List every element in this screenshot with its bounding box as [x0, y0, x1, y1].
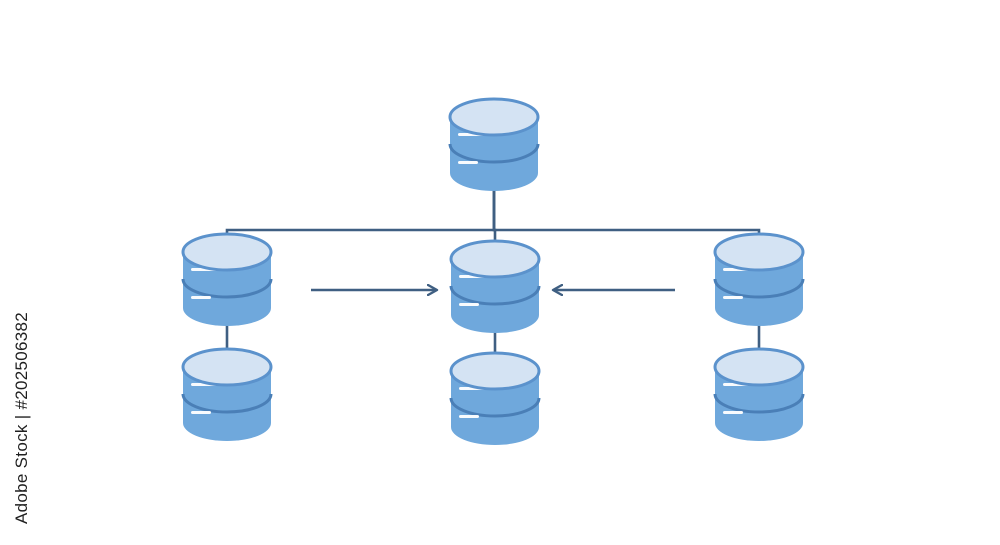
stock-id-watermark: Adobe Stock | #202506382 [10, 300, 34, 536]
stock-id-label: Adobe Stock | #202506382 [12, 311, 31, 525]
db-top-database-icon [448, 97, 540, 191]
db-center-lower-database-icon [449, 351, 541, 445]
db-right-upper-database-icon [713, 232, 805, 326]
db-right-lower-database-icon [713, 347, 805, 441]
db-left-upper-database-icon [181, 232, 273, 326]
db-left-lower-database-icon [181, 347, 273, 441]
db-center-upper-database-icon [449, 239, 541, 333]
